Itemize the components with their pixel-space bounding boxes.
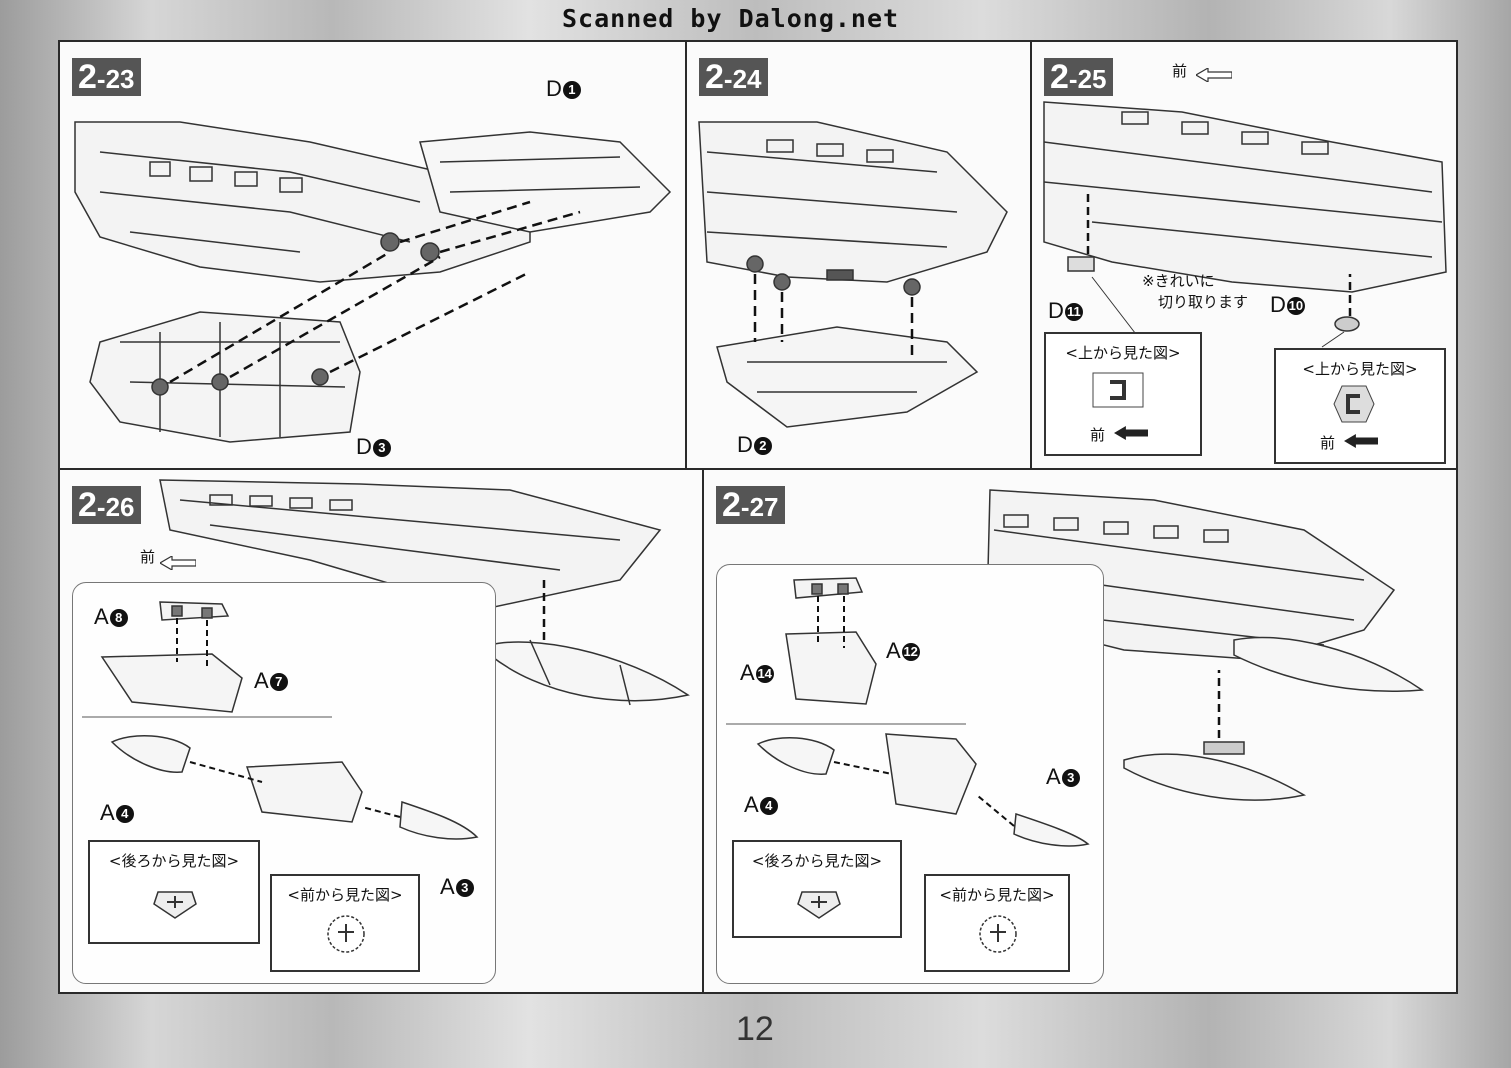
step-panel-2-27: 2-27 前 A12 A14 bbox=[702, 468, 1458, 994]
ship-hull-illustration bbox=[698, 121, 1008, 428]
top-view-box-d10: <上から見た図> 前 bbox=[1274, 348, 1446, 464]
rear-view-box: <後ろから見た図> bbox=[732, 840, 902, 938]
step-number-badge: 2-24 bbox=[699, 58, 768, 96]
front-direction-arrow-icon bbox=[160, 556, 196, 570]
front-direction-label: 前 bbox=[1172, 62, 1188, 80]
note-line-2: 切り取ります bbox=[1158, 293, 1249, 311]
part-top-view-icon bbox=[1333, 385, 1375, 423]
step-number-badge: 2-27 bbox=[716, 486, 785, 524]
part-top-view-icon bbox=[1092, 372, 1144, 408]
ship-hull-illustration bbox=[74, 121, 672, 443]
front-arrow-icon bbox=[1114, 426, 1148, 440]
front-direction-arrow-icon bbox=[1196, 68, 1232, 82]
ship-hull-illustration bbox=[159, 479, 690, 706]
ship-hull-illustration bbox=[1043, 101, 1447, 348]
nozzle-front-view-icon bbox=[327, 915, 365, 953]
page-number: 12 bbox=[736, 1010, 774, 1048]
step-number-badge: 2-23 bbox=[72, 58, 141, 96]
step-number-badge: 2-26 bbox=[72, 486, 141, 524]
front-view-box: <前から見た図> bbox=[924, 874, 1070, 972]
nozzle-assembly-illustration bbox=[82, 601, 479, 840]
note-line-1: ※きれいに bbox=[1142, 272, 1215, 290]
top-view-box-d11: <上から見た図> 前 bbox=[1044, 332, 1202, 456]
nozzle-rear-view-icon bbox=[797, 891, 841, 919]
nozzle-front-view-icon bbox=[979, 915, 1017, 953]
step-number-badge: 2-25 bbox=[1044, 58, 1113, 96]
nozzle-rear-view-icon bbox=[153, 891, 197, 919]
rear-view-box: <後ろから見た図> bbox=[88, 840, 260, 944]
front-arrow-icon bbox=[1344, 434, 1378, 448]
nozzle-assembly-illustration bbox=[726, 577, 1090, 847]
front-direction-label: 前 bbox=[140, 548, 156, 566]
front-view-box: <前から見た図> bbox=[270, 874, 420, 972]
watermark: Scanned by Dalong.net bbox=[562, 4, 900, 33]
